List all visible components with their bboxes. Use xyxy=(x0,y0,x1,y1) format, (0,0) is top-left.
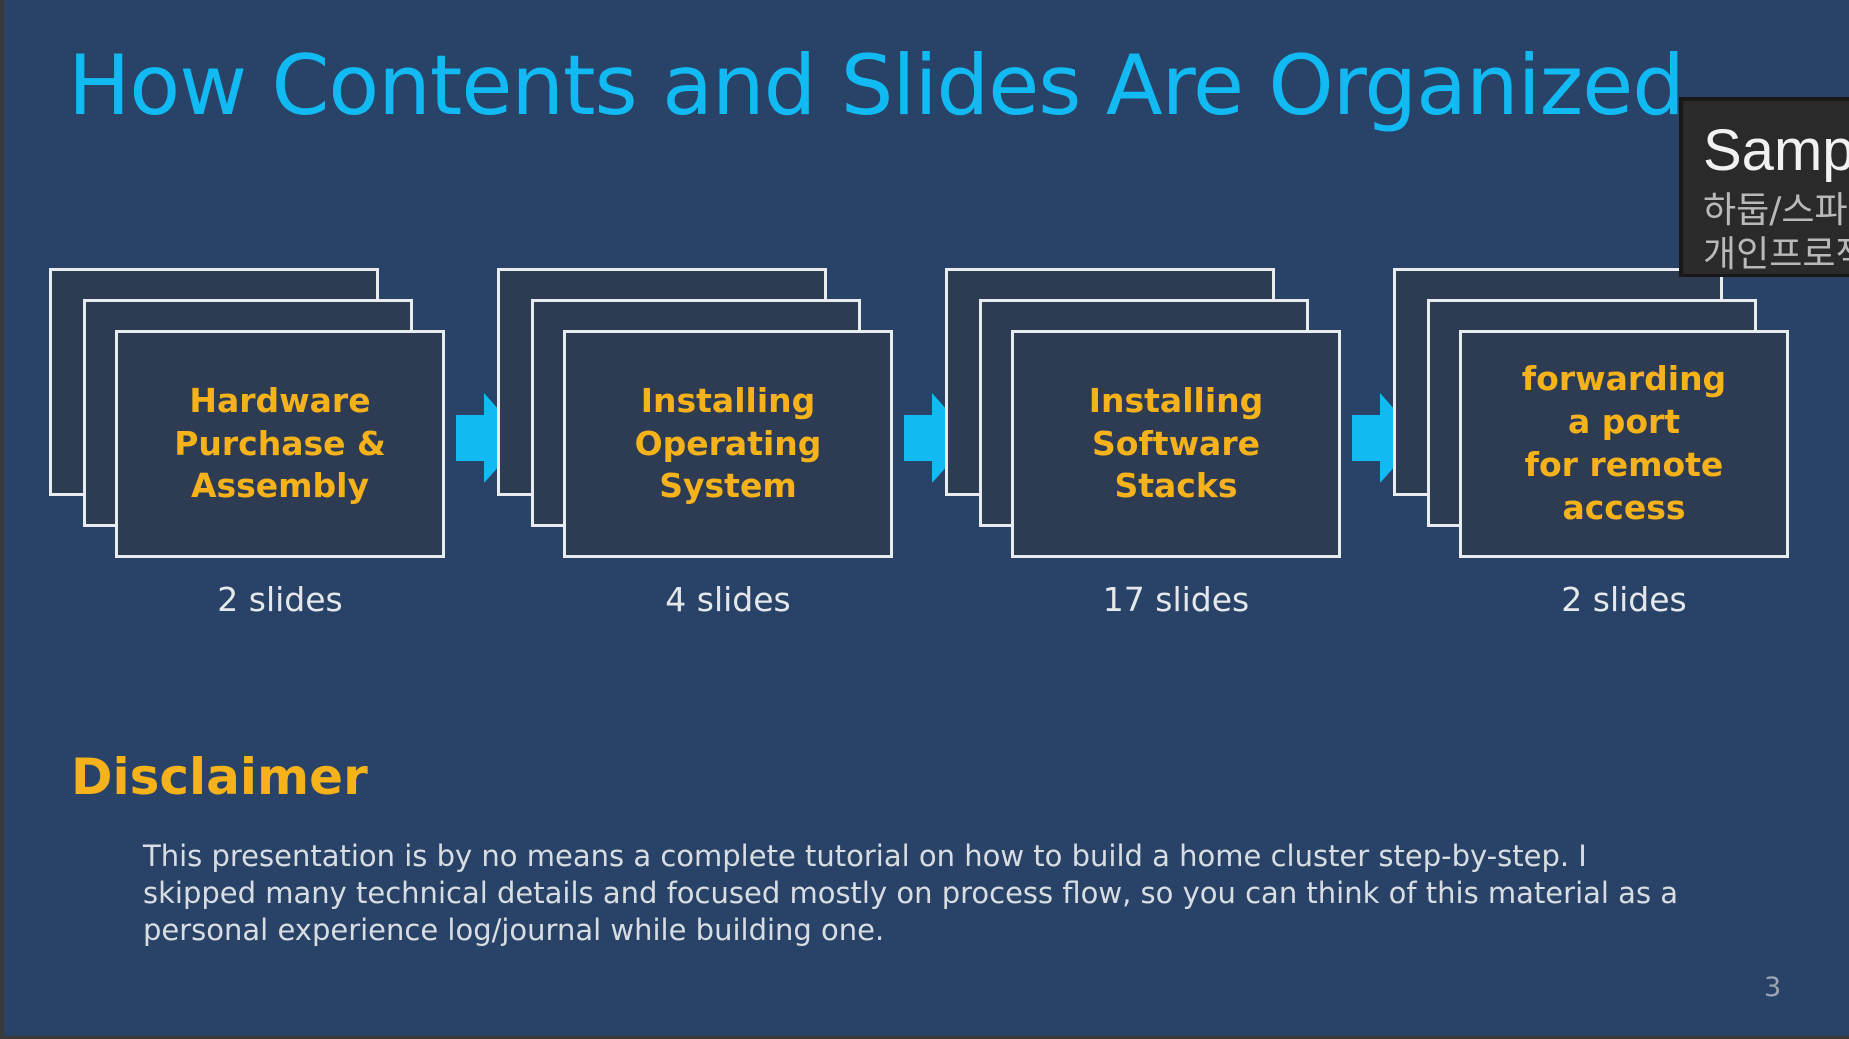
disclaimer-text: This presentation is by no means a compl… xyxy=(143,839,1679,947)
stage-slide-count: 2 slides xyxy=(1561,580,1687,619)
video-overlay-caption: Samp 하둡/스파 개인프로젝 xyxy=(1679,97,1849,277)
stage-operating-system: Installing Operating System 4 slides xyxy=(497,268,917,628)
stage-software-stacks: Installing Software Stacks 17 slides xyxy=(945,268,1365,628)
stage-label: Installing Operating System xyxy=(634,380,822,506)
right-arrow-icon xyxy=(456,393,524,483)
slide-title: How Contents and Slides Are Organized xyxy=(68,37,1685,134)
stage-slide-count: 4 slides xyxy=(665,580,791,619)
stage-card: Installing Software Stacks xyxy=(1011,330,1341,558)
stage-label: forwarding a port for remote access xyxy=(1521,359,1727,527)
stage-slide-count: 17 slides xyxy=(1102,580,1250,619)
stage-card: forwarding a port for remote access xyxy=(1459,330,1789,558)
overlay-title: Samp xyxy=(1703,118,1849,183)
stage-port-forwarding: forwarding a port for remote access 2 sl… xyxy=(1393,268,1813,628)
right-arrow-icon xyxy=(1352,393,1420,483)
overlay-line-2: 개인프로젝 xyxy=(1703,234,1849,275)
page-number: 3 xyxy=(1764,972,1782,1003)
stage-card: Hardware Purchase & Assembly xyxy=(115,330,445,558)
stage-slide-count: 2 slides xyxy=(217,580,343,619)
stage-hardware: Hardware Purchase & Assembly 2 slides xyxy=(49,268,469,628)
stage-label: Hardware Purchase & Assembly xyxy=(174,380,386,506)
stage-label: Installing Software Stacks xyxy=(1088,380,1264,506)
stage-card: Installing Operating System xyxy=(563,330,893,558)
right-arrow-icon xyxy=(904,393,972,483)
disclaimer-heading: Disclaimer xyxy=(71,748,368,806)
slide: How Contents and Slides Are Organized Ha… xyxy=(4,0,1849,1036)
overlay-line-1: 하둡/스파 xyxy=(1703,190,1848,231)
